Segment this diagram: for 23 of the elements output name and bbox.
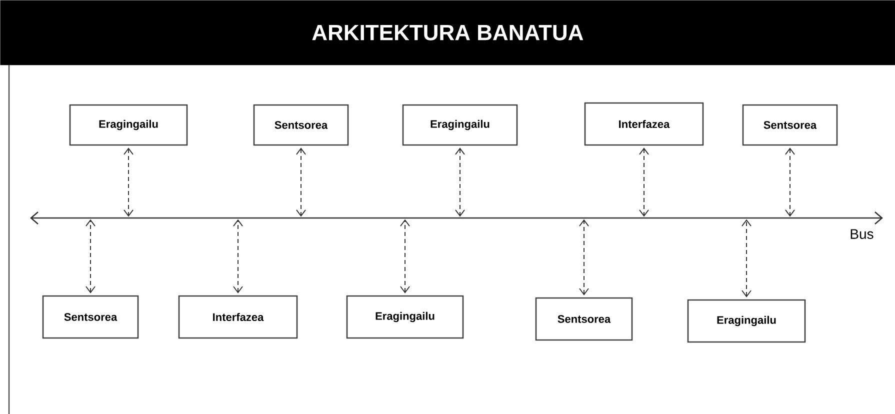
bus-line [30, 212, 883, 224]
component-box: Interfazea [178, 295, 298, 339]
arrow [296, 148, 306, 217]
bus-label: Bus [850, 229, 874, 239]
component-box: Sentsorea [42, 295, 139, 339]
arrow [400, 219, 410, 294]
component-box: Eragingailu [346, 295, 464, 339]
component-box: Eragingailu [69, 104, 188, 146]
arrow [785, 148, 795, 217]
component-box: Sentsorea [742, 104, 838, 146]
arrow [742, 219, 752, 298]
arrow [86, 219, 96, 294]
arrow [124, 148, 134, 217]
arrow [455, 148, 465, 217]
arrow [579, 219, 589, 296]
arrow [233, 219, 243, 294]
arrow [639, 148, 649, 217]
component-box: Eragingailu [402, 104, 518, 146]
component-box: Sentsorea [535, 297, 633, 341]
component-box: Eragingailu [687, 299, 806, 343]
component-box: Interfazea [584, 102, 704, 146]
title-banner: ARKITEKTURA BANATUA [0, 0, 895, 66]
component-box: Sentsorea [253, 104, 349, 146]
